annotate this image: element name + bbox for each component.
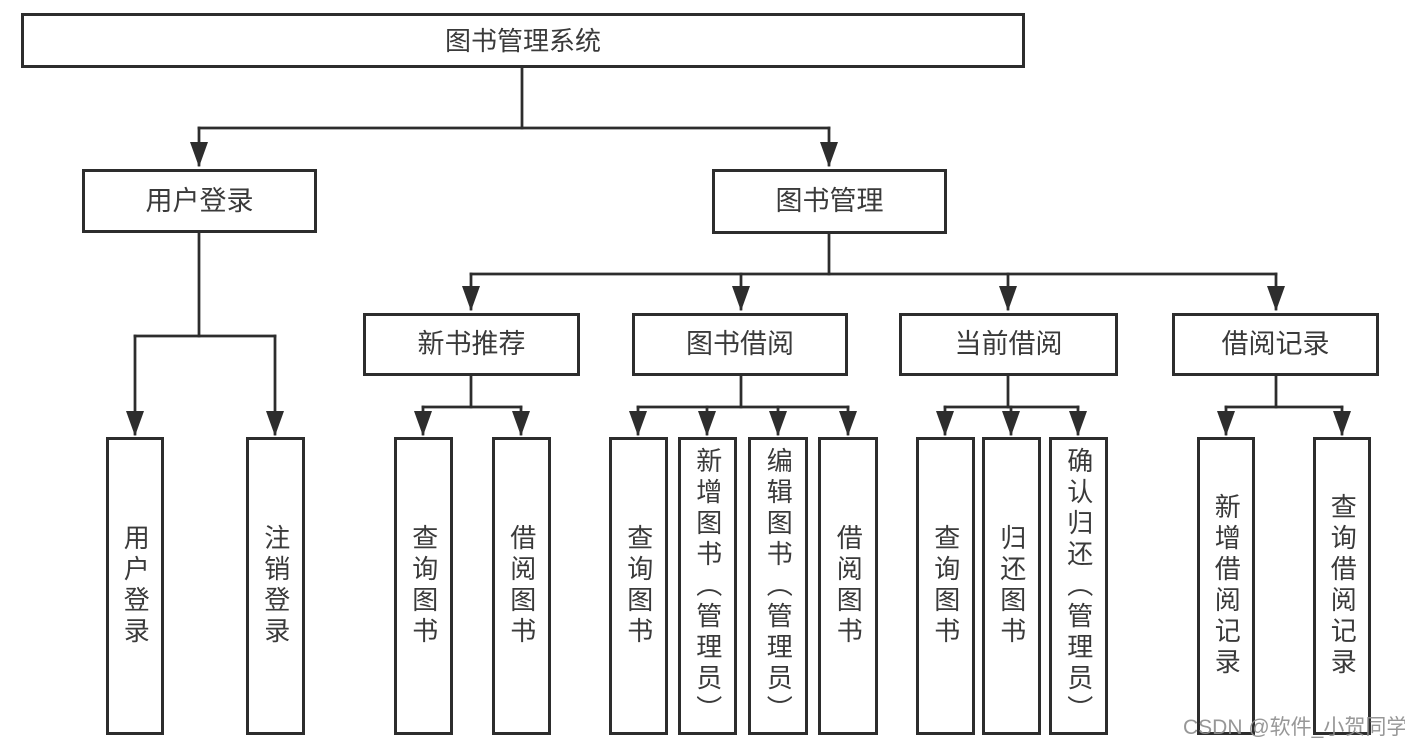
leaf-return-books-label: 归还图书 <box>996 524 1027 648</box>
leaf-edit-books-admin: 编辑图书（管理员） <box>748 437 808 735</box>
node-root: 图书管理系统 <box>21 13 1025 68</box>
leaf-borrow-books-recommend: 借阅图书 <box>492 437 551 735</box>
book-borrowing-connector <box>629 374 857 436</box>
leaf-borrow-books-recommend-label: 借阅图书 <box>506 524 537 648</box>
node-borrowing-records-label: 借阅记录 <box>1221 329 1330 359</box>
leaf-logout-label: 注销登录 <box>260 524 291 648</box>
node-current-borrowing-label: 当前借阅 <box>954 329 1063 359</box>
leaf-confirm-return-admin: 确认归还（管理员） <box>1049 437 1108 735</box>
leaf-user-login: 用户登录 <box>106 437 164 735</box>
node-new-book-recommend: 新书推荐 <box>363 313 580 376</box>
node-new-book-recommend-label: 新书推荐 <box>417 329 526 359</box>
leaf-borrow-books: 借阅图书 <box>818 437 878 735</box>
node-book-management: 图书管理 <box>712 169 947 234</box>
leaf-user-login-label: 用户登录 <box>120 524 151 648</box>
root-branch-connector <box>190 66 838 167</box>
leaf-add-books-admin: 新增图书（管理员） <box>678 437 737 735</box>
leaf-query-books-borrowing: 查询图书 <box>609 437 668 735</box>
user-login-branch-connector <box>126 231 284 436</box>
watermark-text: CSDN @软件_小贺同学 <box>1183 716 1405 739</box>
leaf-query-books-borrowing-label: 查询图书 <box>623 524 654 648</box>
leaf-edit-books-admin-label: 编辑图书（管理员） <box>763 446 794 726</box>
node-current-borrowing: 当前借阅 <box>899 313 1118 376</box>
leaf-query-borrow-record: 查询借阅记录 <box>1313 437 1371 735</box>
leaf-borrow-books-label: 借阅图书 <box>833 524 864 648</box>
leaf-add-books-admin-label: 新增图书（管理员） <box>692 446 723 726</box>
leaf-add-borrow-record-label: 新增借阅记录 <box>1211 493 1242 679</box>
current-borrowing-connector <box>936 374 1087 436</box>
node-book-borrowing-label: 图书借阅 <box>686 329 794 359</box>
book-management-branch-connector <box>462 232 1285 311</box>
leaf-query-books-current: 查询图书 <box>916 437 975 735</box>
borrowing-records-connector <box>1217 374 1351 436</box>
node-book-borrowing: 图书借阅 <box>632 313 848 376</box>
leaf-query-borrow-record-label: 查询借阅记录 <box>1327 493 1358 679</box>
leaf-add-borrow-record: 新增借阅记录 <box>1197 437 1255 735</box>
leaf-logout: 注销登录 <box>246 437 305 735</box>
node-user-login-label: 用户登录 <box>145 185 254 216</box>
node-user-login: 用户登录 <box>82 169 317 233</box>
leaf-query-books-recommend: 查询图书 <box>394 437 453 735</box>
leaf-query-books-current-label: 查询图书 <box>930 524 961 648</box>
node-root-label: 图书管理系统 <box>444 25 601 56</box>
leaf-query-books-recommend-label: 查询图书 <box>408 524 439 648</box>
new-book-recommend-connector <box>414 374 530 436</box>
node-book-management-label: 图书管理 <box>775 186 884 216</box>
node-borrowing-records: 借阅记录 <box>1172 313 1379 376</box>
leaf-return-books: 归还图书 <box>982 437 1041 735</box>
leaf-confirm-return-admin-label: 确认归还（管理员） <box>1063 446 1094 726</box>
